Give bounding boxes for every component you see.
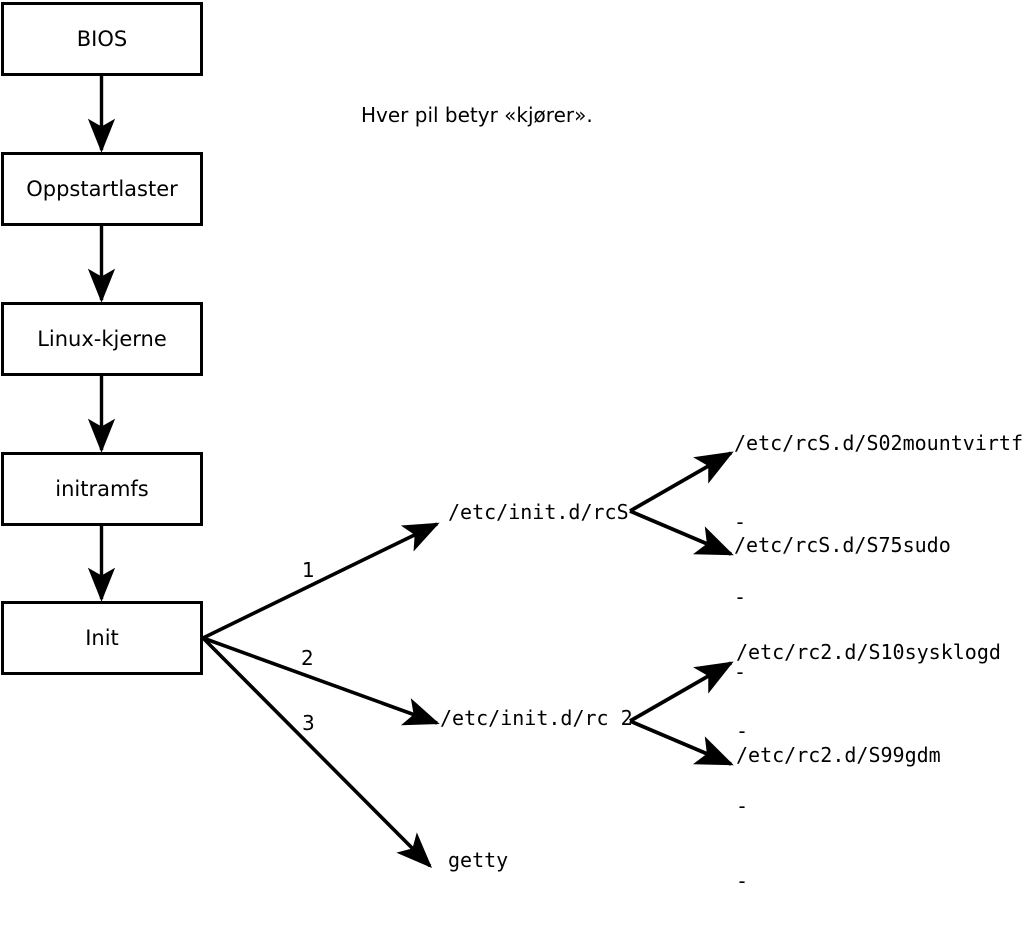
- edge-number-1: 1: [302, 558, 315, 582]
- node-initramfs: initramfs: [1, 452, 203, 526]
- node-getty: getty: [448, 848, 509, 872]
- script-rc2-last: /etc/rc2.d/S99gdm: [736, 743, 941, 767]
- node-init-label: Init: [85, 625, 119, 650]
- node-oppstartlaster-label: Oppstartlaster: [26, 176, 178, 201]
- ellipsis-dash: -: [736, 794, 749, 818]
- diagram-edges-canvas: [87, 76, 734, 869]
- arrow-init-to-rcs: [202, 522, 440, 640]
- node-bios-label: BIOS: [76, 26, 128, 51]
- ellipsis-dash: -: [734, 585, 747, 609]
- arrow-init-to-getty: [201, 636, 433, 869]
- boot-process-diagram: BIOS Oppstartlaster Linux-kjerne initram…: [1, 2, 1024, 893]
- node-linux-kjerne-label: Linux-kjerne: [37, 326, 167, 351]
- node-bios: BIOS: [1, 2, 203, 76]
- ellipsis-dash: -: [734, 510, 747, 534]
- node-linux-kjerne: Linux-kjerne: [1, 302, 203, 376]
- node-init: Init: [1, 601, 203, 675]
- script-rc2-ellipsis: - - -: [736, 669, 784, 944]
- script-rcs-last: /etc/rcS.d/S75sudo: [734, 533, 951, 557]
- node-initramfs-label: initramfs: [55, 476, 149, 501]
- node-init-d-rc2: /etc/init.d/rc 2: [440, 706, 633, 730]
- diagram-caption: Hver pil betyr «kjører».: [361, 103, 593, 127]
- script-rcs-ellipsis: - - -: [734, 460, 782, 735]
- edge-number-2: 2: [301, 646, 314, 670]
- edge-number-3: 3: [302, 711, 315, 735]
- script-rcs-first: /etc/rcS.d/S02mountvirtfs: [734, 431, 1024, 455]
- arrow-rcs-to-first-script: [629, 451, 734, 513]
- arrow-rc2-to-first-script: [629, 661, 734, 723]
- ellipsis-dash: -: [736, 719, 749, 743]
- arrow-init-to-rc2: [202, 636, 440, 726]
- ellipsis-dash: -: [736, 869, 749, 893]
- node-init-d-rcs: /etc/init.d/rcS: [448, 500, 629, 524]
- arrow-rcs-to-last-script: [629, 509, 734, 556]
- ellipsis-dash: -: [734, 660, 747, 684]
- arrow-rc2-to-last-script: [629, 719, 734, 766]
- node-oppstartlaster: Oppstartlaster: [1, 152, 203, 226]
- script-rc2-first: /etc/rc2.d/S10sysklogd: [736, 640, 1001, 664]
